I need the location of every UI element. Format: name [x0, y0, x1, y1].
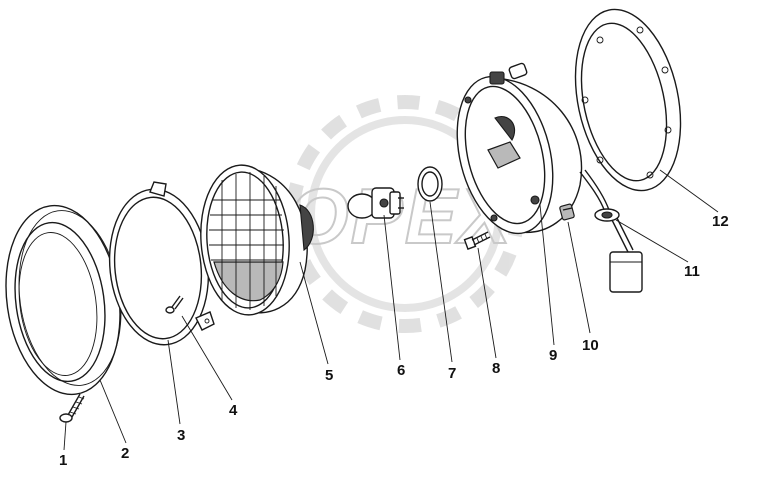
part-2-trim-ring: [5, 204, 122, 396]
callout-9: 9: [549, 347, 557, 364]
leader-4: [181, 315, 233, 401]
leader-6: [383, 214, 401, 361]
leader-8: [477, 247, 497, 359]
part-3-retaining-ring: [108, 181, 215, 346]
leader-11: [615, 219, 689, 263]
callout-3: 3: [177, 427, 185, 444]
callout-12: 12: [712, 213, 729, 230]
callout-6: 6: [397, 362, 405, 379]
part-1-screw: [59, 393, 85, 423]
part-9-housing: [456, 62, 583, 235]
callout-5: 5: [325, 367, 333, 384]
leader-12: [659, 169, 719, 213]
leader-9: [539, 204, 555, 346]
callout-8: 8: [492, 360, 500, 377]
leader-1: [63, 421, 67, 451]
part-4-screw: [165, 295, 184, 314]
leader-5: [299, 261, 329, 365]
leader-3: [167, 339, 181, 425]
callout-7: 7: [448, 365, 456, 382]
part-11-cable-assembly: [579, 169, 643, 293]
leader-lines: [63, 169, 719, 451]
part-8-adjusting-screw: [463, 231, 491, 250]
leader-10: [567, 221, 591, 334]
leader-7: [429, 201, 453, 363]
part-12-gasket: [574, 8, 682, 192]
leader-2: [99, 379, 127, 444]
part-10-clip: [559, 203, 575, 221]
callout-labels: 1 2 3 4 5 6 7 8 9 10 11 12: [59, 213, 729, 469]
callout-4: 4: [229, 402, 238, 419]
part-5-lens-unit: [200, 164, 314, 316]
part-6-bulb: [347, 187, 404, 219]
callout-11: 11: [684, 263, 700, 280]
callout-10: 10: [582, 337, 599, 354]
callout-1: 1: [59, 452, 67, 469]
callout-2: 2: [121, 445, 129, 462]
part-7-o-ring: [417, 166, 443, 202]
